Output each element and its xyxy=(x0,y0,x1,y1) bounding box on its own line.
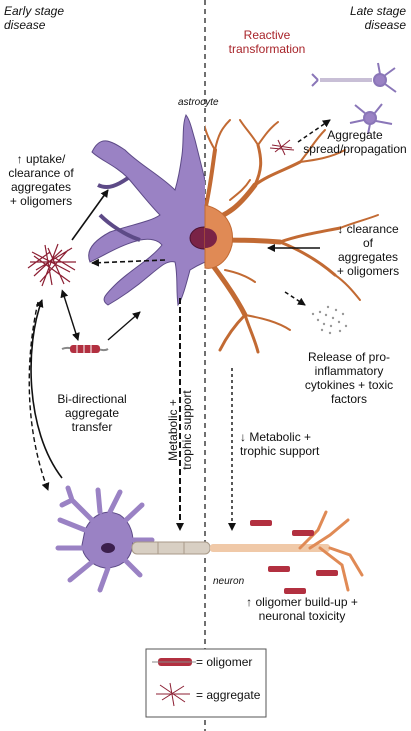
reactive-label: Reactive transformation xyxy=(208,28,326,56)
oligomer-left xyxy=(61,345,109,353)
cytokine-particles xyxy=(311,305,348,335)
legend-aggregate-label: = aggregate xyxy=(196,688,261,702)
reduced-clearance-label: ↓ clearance of aggregates + oligomers xyxy=(326,222,410,278)
small-neuron-2 xyxy=(349,103,393,135)
uptake-label: ↑ uptake/ clearance of aggregates + olig… xyxy=(0,152,82,208)
neuron-oligomers xyxy=(250,520,338,594)
astrocyte-label: astrocyte xyxy=(178,97,219,108)
release-line-2: inflammatory xyxy=(314,364,384,378)
late-stage-line-1: Late stage xyxy=(349,4,406,18)
aggregate-large xyxy=(27,243,76,287)
neuron-axon xyxy=(131,510,364,592)
arrow-release xyxy=(284,291,306,306)
small-neuron-1 xyxy=(311,62,397,93)
oligomer-buildup-line-2: neuronal toxicity xyxy=(258,609,346,623)
neuron-label: neuron xyxy=(213,576,245,587)
arrow-uptake xyxy=(71,189,109,241)
arrow-curve-up xyxy=(30,299,63,479)
aggregate-top xyxy=(269,139,295,156)
bidirectional-label: Bi-directional aggregate transfer xyxy=(44,392,140,434)
neuron-nucleus xyxy=(101,543,115,553)
early-stage-line-1: Early stage xyxy=(4,4,65,18)
release-label: Release of pro- inflammatory cytokines +… xyxy=(290,350,408,406)
legend-oligomer-icon xyxy=(152,658,196,666)
uptake-line-3: aggregates xyxy=(10,180,72,194)
arrow-oligomer-to-astrocyte xyxy=(107,311,141,341)
reactive-line-2: transformation xyxy=(228,42,306,56)
uptake-line-1: ↑ uptake/ xyxy=(16,152,66,166)
astrocyte-reactive xyxy=(205,119,379,354)
uptake-line-2: clearance of xyxy=(8,166,74,180)
astrocyte-nucleus-reactive xyxy=(205,228,217,248)
bidirectional-line-3: transfer xyxy=(71,420,113,434)
late-stage-label: Late stage disease xyxy=(330,4,406,32)
aggregate-spread-line-2: spread/propagation xyxy=(303,142,407,156)
metabolic-up-line-1: Metabolic + xyxy=(166,399,180,461)
oligomer-buildup-label: ↑ oligomer build-up + neuronal toxicity xyxy=(232,595,372,623)
release-line-3: cytokines + toxic xyxy=(304,378,394,392)
arrow-bidirectional xyxy=(60,289,80,341)
early-stage-line-2: disease xyxy=(4,18,46,32)
astrocyte-healthy xyxy=(88,114,205,307)
reduced-clearance-line-4: + oligomers xyxy=(336,264,400,278)
metabolic-up-label: Metabolic + trophic support xyxy=(166,355,194,505)
metabolic-down-line-2: trophic support xyxy=(240,444,320,458)
metabolic-up-line-2: trophic support xyxy=(180,390,194,470)
bidirectional-line-1: Bi-directional xyxy=(57,392,127,406)
late-stage-line-2: disease xyxy=(364,18,406,32)
reduced-clearance-line-2: of xyxy=(362,236,373,250)
release-line-1: Release of pro- xyxy=(307,350,391,364)
aggregate-spread-label: Aggregate spread/propagation xyxy=(300,128,410,156)
neuron-body xyxy=(55,485,155,593)
aggregate-spread-line-1: Aggregate xyxy=(327,128,383,142)
uptake-line-4: + oligomers xyxy=(9,194,73,208)
metabolic-down-line-1: ↓ Metabolic + xyxy=(240,430,312,444)
legend-oligomer-label: = oligomer xyxy=(196,655,253,669)
metabolic-down-label: ↓ Metabolic + trophic support xyxy=(240,430,319,458)
reduced-clearance-line-1: ↓ clearance xyxy=(337,222,399,236)
early-stage-label: Early stage disease xyxy=(4,4,64,32)
bidirectional-line-2: aggregate xyxy=(64,406,120,420)
astrocyte-reactive-body xyxy=(204,204,234,269)
arrow-release-aggregate xyxy=(91,258,166,267)
reduced-clearance-line-3: aggregates xyxy=(337,250,399,264)
oligomer-buildup-line-1: ↑ oligomer build-up + xyxy=(246,595,358,609)
release-line-4: factors xyxy=(330,392,367,406)
legend-aggregate-icon xyxy=(156,682,190,707)
reactive-line-1: Reactive xyxy=(243,28,291,42)
